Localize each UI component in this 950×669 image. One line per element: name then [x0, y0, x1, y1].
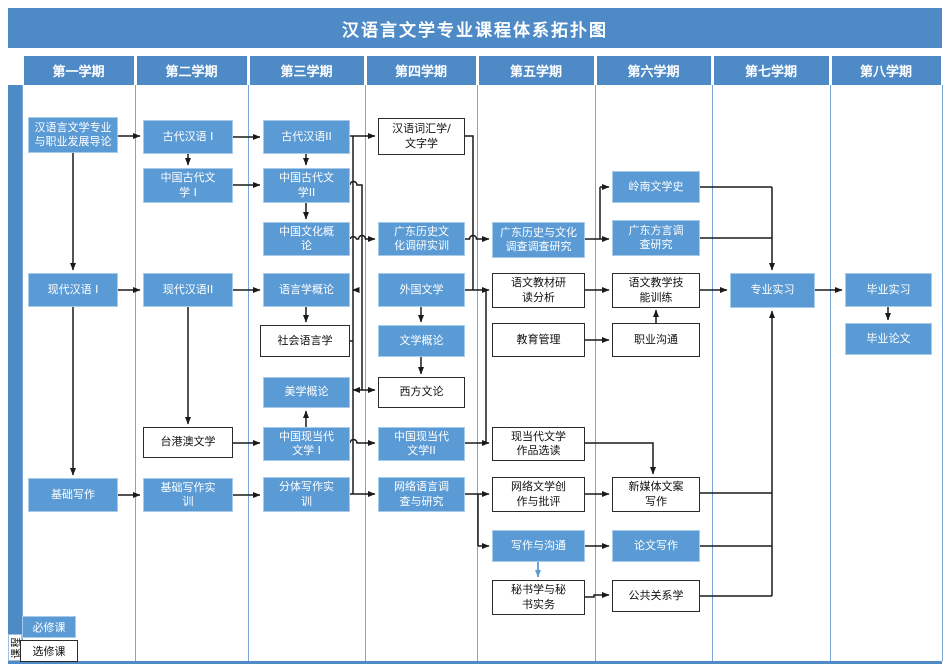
course-node-bysx: 毕业实习 [845, 273, 932, 307]
course-node-tgawx: 台港澳文学 [143, 427, 233, 458]
column-border [135, 85, 136, 661]
column-border [942, 85, 943, 661]
course-node-ftxzsx: 分体写作实 训 [263, 477, 350, 512]
course-node-zygt: 职业沟通 [612, 323, 700, 357]
column-border [712, 85, 713, 661]
course-node-gdlswh: 广东历史文 化调研实训 [378, 222, 465, 256]
course-node-ggxsx: 公共关系学 [612, 580, 700, 612]
course-node-xfwl: 西方文论 [378, 377, 465, 408]
legend-required: 必修课 [22, 616, 76, 638]
course-node-wgwx: 外国文学 [378, 273, 465, 307]
course-node-jcxz: 基础写作 [28, 478, 118, 512]
course-node-zggdwx1: 中国古代文 学 I [143, 168, 233, 203]
column-border [22, 85, 23, 661]
semester-header-3: 第三学期 [249, 56, 364, 85]
course-node-zgwhgl: 中国文化概 论 [263, 222, 350, 256]
column-border [830, 85, 831, 661]
course-node-xddwxzp: 现当代文学 作品选读 [492, 427, 585, 461]
column-border [477, 85, 478, 661]
semester-header-7: 第七学期 [713, 56, 829, 85]
semester-header-2: 第二学期 [136, 56, 247, 85]
row-header-strip [8, 85, 22, 634]
course-node-mxgl: 美学概论 [263, 377, 350, 408]
course-node-zysx: 专业实习 [730, 273, 815, 308]
column-border [595, 85, 596, 661]
course-node-ywjc: 语文教材研 读分析 [492, 273, 585, 308]
course-node-ywjxjn: 语文教学技 能训练 [612, 273, 700, 308]
course-node-intro: 汉语言文学专业 与职业发展导论 [28, 117, 118, 153]
course-node-lnwxs: 岭南文学史 [612, 171, 700, 203]
course-node-lwxz: 论文写作 [612, 530, 700, 562]
course-node-xdhy1: 现代汉语 I [28, 273, 118, 307]
course-node-xdhy2: 现代汉语II [143, 273, 233, 307]
table-bottom-border [8, 661, 942, 664]
course-node-gdhy1: 古代汉语 I [143, 120, 233, 154]
column-border [365, 85, 366, 661]
column-border [248, 85, 249, 661]
course-node-zgxddwx1: 中国现当代 文学 I [263, 427, 350, 461]
course-node-zgxddwx2: 中国现当代 文学II [378, 427, 465, 461]
semester-header-4: 第四学期 [366, 56, 476, 85]
course-node-yyxgl: 语言学概论 [263, 273, 350, 307]
page-title: 汉语言文学专业课程体系拓扑图 [8, 8, 942, 48]
semester-header-8: 第八学期 [831, 56, 941, 85]
course-node-wxgl: 文学概论 [378, 325, 465, 357]
course-node-gdfydc: 广东方言调 查研究 [612, 220, 700, 256]
semester-header-5: 第五学期 [478, 56, 594, 85]
course-node-hychx: 汉语词汇学/ 文字学 [378, 118, 465, 155]
course-node-jygl: 教育管理 [492, 323, 585, 357]
legend-elective: 选修课 [20, 640, 78, 662]
course-node-zggdwx2: 中国古代文 学II [263, 168, 350, 203]
semester-header-1: 第一学期 [23, 56, 134, 85]
course-node-msxymsw: 秘书学与秘 书实务 [492, 580, 585, 615]
course-node-shyyx: 社会语言学 [260, 325, 350, 357]
course-node-gdlsywh: 广东历史与文化 调查调查研究 [492, 222, 585, 258]
course-node-wlyydc: 网络语言调 查与研究 [378, 477, 465, 512]
course-node-xzygt: 写作与沟通 [492, 530, 585, 562]
course-node-gdhy2: 古代汉语II [263, 120, 350, 154]
course-node-bylw: 毕业论文 [845, 323, 932, 355]
course-node-wlwxcz: 网络文学创 作与批评 [492, 477, 585, 512]
course-node-jcxzsx: 基础写作实 训 [143, 478, 233, 512]
semester-header-6: 第六学期 [596, 56, 711, 85]
course-node-xmtwa: 新媒体文案 写作 [612, 477, 700, 512]
